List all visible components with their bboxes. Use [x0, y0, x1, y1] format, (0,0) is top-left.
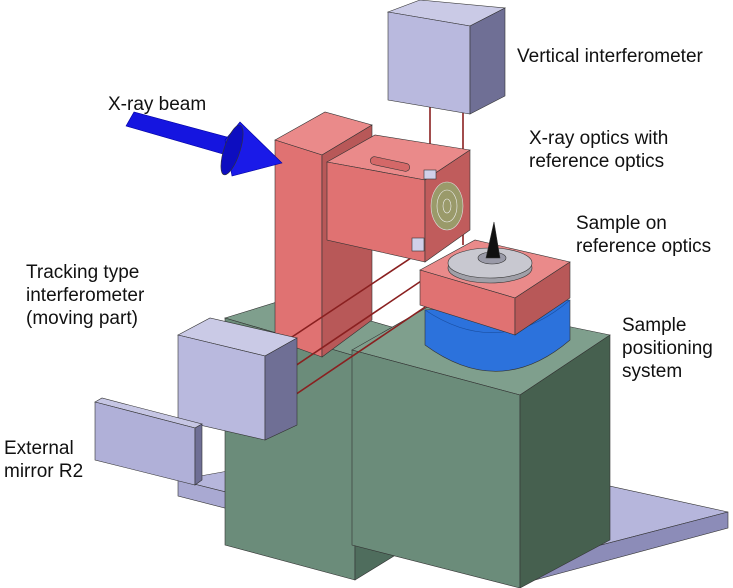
reference-optics-rings	[430, 181, 464, 231]
xray-beam-arrow	[125, 111, 283, 177]
xray-optics-housing	[326, 134, 471, 263]
label-xray-optics-1: X-ray optics with	[529, 128, 669, 149]
label-mirror-1: External	[4, 438, 74, 459]
tracking-interferometer-box	[177, 317, 298, 441]
label-tracking-3: (moving part)	[26, 308, 138, 329]
label-sample-1: Sample on	[576, 213, 667, 234]
label-tracking-1: Tracking type	[26, 262, 140, 283]
label-positioning-1: Sample	[622, 315, 687, 336]
label-vertical-interferometer: Vertical interferometer	[517, 46, 703, 67]
label-xray-optics-2: reference optics	[529, 151, 665, 172]
label-tracking-2: interferometer	[26, 285, 145, 306]
label-positioning-3: system	[622, 361, 683, 382]
external-mirror	[94, 397, 203, 486]
vertical-interferometer-box	[386, 0, 507, 115]
label-xray-beam: X-ray beam	[108, 94, 207, 115]
label-sample-2: reference optics	[576, 236, 712, 257]
label-positioning-2: positioning	[622, 338, 713, 359]
label-mirror-2: mirror R2	[4, 461, 84, 482]
sample-stage	[419, 221, 571, 372]
sample-cone	[485, 221, 501, 259]
